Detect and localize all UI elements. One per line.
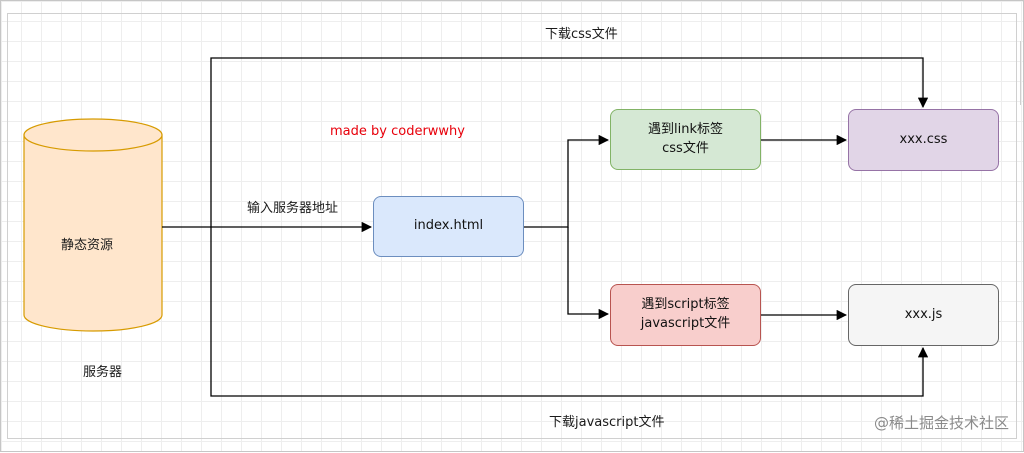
- right-edge-fragment: [1020, 41, 1024, 105]
- link-tag-line1: 遇到link标签: [648, 121, 723, 137]
- credit-label: made by coderwwhy: [330, 124, 465, 139]
- download-js-label: 下载javascript文件: [549, 415, 665, 430]
- script-tag-line2: javascript文件: [640, 316, 731, 331]
- cylinder-body: [23, 134, 163, 332]
- edge-index-to-script: [567, 227, 610, 320]
- canvas-border: [7, 13, 1017, 439]
- index-html-label: index.html: [413, 218, 484, 234]
- server-caption: 服务器: [83, 365, 123, 380]
- script-tag-line1: 遇到script标签: [641, 297, 730, 313]
- link-tag-line2: css文件: [662, 140, 709, 156]
- edge-download-js: [210, 227, 929, 397]
- link-tag-node: 遇到link标签 css文件: [610, 109, 761, 170]
- css-file-node: xxx.css: [848, 109, 999, 171]
- edge-index-to-link: [524, 134, 610, 228]
- cylinder-label: 静态资源: [61, 238, 114, 253]
- js-file-label: xxx.js: [904, 306, 943, 322]
- input-server-address-label: 输入服务器地址: [247, 201, 339, 216]
- script-tag-node: 遇到script标签 javascript文件: [610, 284, 761, 346]
- edge-download-css: [210, 57, 929, 227]
- index-html-node: index.html: [373, 196, 524, 257]
- js-file-node: xxx.js: [848, 284, 999, 346]
- static-resource-cylinder: [23, 118, 163, 332]
- cylinder-top: [23, 118, 163, 152]
- watermark-label: @稀土掘金技术社区: [873, 414, 1009, 432]
- download-css-label: 下载css文件: [545, 27, 618, 42]
- css-file-label: xxx.css: [899, 131, 948, 147]
